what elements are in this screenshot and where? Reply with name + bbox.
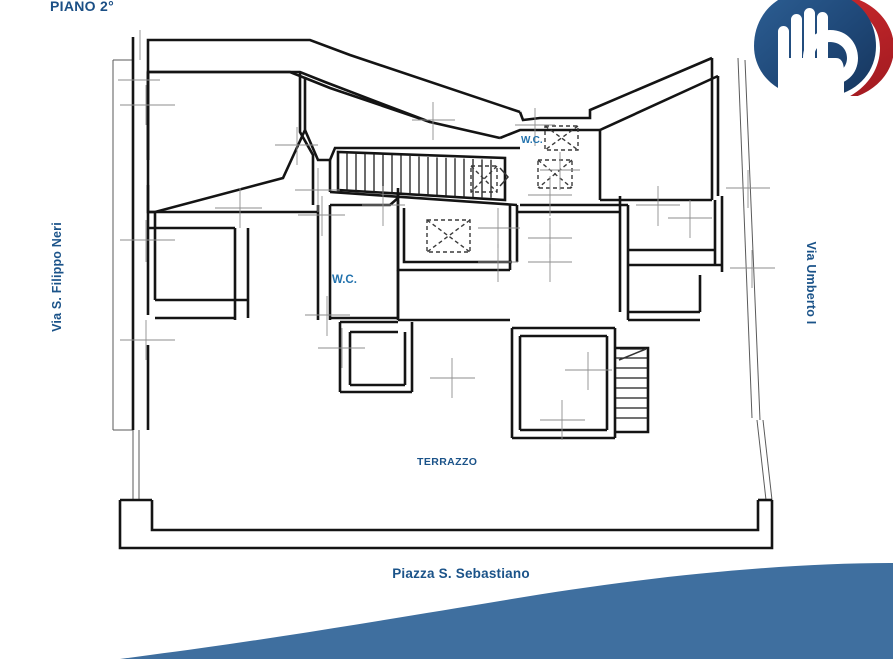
right-middle-room (517, 196, 724, 322)
lower-middle-rooms (338, 320, 414, 394)
middle-rooms (148, 188, 400, 320)
shaft-central (426, 219, 471, 253)
main-staircase (336, 150, 507, 202)
street-label-left: Via S. Filippo Neri (50, 222, 64, 332)
lower-right-room (510, 326, 617, 440)
label-wc-upper-right: W.C. (521, 135, 543, 146)
label-wc-main: W.C. (332, 274, 357, 286)
curve-decoration (120, 563, 893, 659)
upper-right-wing (499, 56, 720, 215)
center-room (396, 200, 519, 322)
room-upper-left (146, 70, 307, 300)
terrace-area (118, 419, 774, 550)
stair-hall (303, 76, 520, 207)
shaft-small-upper (470, 165, 510, 193)
page-title: PIANO 2° (50, 0, 115, 14)
label-terrazzo: TERRAZZO (417, 456, 478, 468)
dimension-marks (118, 30, 775, 440)
outer-boundary-left (112, 59, 133, 431)
street-label-bottom: Piazza S. Sebastiano (392, 566, 530, 581)
wc-upper-right-fixtures (537, 125, 579, 189)
outer-boundary-right (737, 57, 761, 421)
secondary-staircase (615, 346, 650, 434)
hand-ok-icon (754, 0, 893, 96)
building-outline (131, 37, 521, 430)
street-label-right: Via Umberto I (804, 241, 818, 325)
